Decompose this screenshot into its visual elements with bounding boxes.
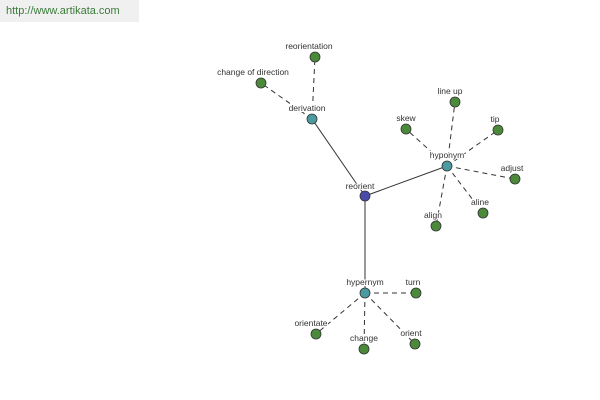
label-orient: orient — [400, 328, 422, 338]
node-change-of-direction[interactable] — [255, 77, 267, 89]
label-reorientation: reorientation — [285, 41, 333, 51]
label-hypernym: hypernym — [346, 277, 383, 287]
label-line-up: line up — [437, 86, 462, 96]
edge-hyponym-tip — [446, 129, 499, 167]
edge-hypernym-orientate — [315, 292, 366, 335]
node-hypernym[interactable] — [359, 287, 371, 299]
label-orientate: orientate — [294, 318, 327, 328]
node-derivation[interactable] — [306, 113, 318, 125]
node-skew[interactable] — [400, 123, 412, 135]
node-hyponym[interactable] — [441, 160, 453, 172]
graph-edges — [260, 56, 516, 350]
edge-hyponym-line-up — [446, 101, 456, 167]
edge-reorient-derivation — [311, 118, 366, 197]
edge-hyponym-aline — [446, 165, 484, 214]
label-align: align — [424, 210, 442, 220]
node-turn[interactable] — [410, 287, 422, 299]
node-line-up[interactable] — [449, 96, 461, 108]
label-derivation: derivation — [289, 103, 326, 113]
node-reorient[interactable] — [359, 190, 371, 202]
node-orient[interactable] — [409, 338, 421, 350]
label-reorient: reorient — [346, 181, 375, 191]
label-adjust: adjust — [501, 163, 524, 173]
label-skew: skew — [396, 113, 416, 123]
edge-derivation-change-of-direction — [260, 82, 313, 120]
edge-hyponym-skew — [405, 128, 448, 167]
edge-reorient-hyponym — [364, 165, 448, 197]
node-change[interactable] — [358, 343, 370, 355]
edge-hyponym-align — [435, 165, 448, 227]
edge-derivation-reorientation — [311, 56, 316, 120]
node-aline[interactable] — [477, 207, 489, 219]
graph-labels: reorient derivation hyponym hypernym reorien… — [216, 40, 525, 344]
label-aline: aline — [471, 197, 489, 207]
graph-nodes — [255, 51, 521, 355]
node-tip[interactable] — [492, 124, 504, 136]
edge-hyponym-adjust — [446, 165, 516, 180]
node-reorientation[interactable] — [309, 51, 321, 63]
node-align[interactable] — [430, 220, 442, 232]
label-turn: turn — [406, 277, 421, 287]
edge-hypernym-orient — [364, 292, 416, 345]
edge-hypernym-change — [363, 292, 366, 350]
label-change: change — [350, 333, 378, 343]
node-adjust[interactable] — [509, 173, 521, 185]
source-url-watermark: http://www.artikata.com — [0, 0, 139, 22]
label-change-of-direction: change of direction — [217, 67, 289, 77]
label-tip: tip — [491, 114, 500, 124]
node-orientate[interactable] — [310, 328, 322, 340]
label-hyponym: hyponym — [430, 150, 465, 160]
